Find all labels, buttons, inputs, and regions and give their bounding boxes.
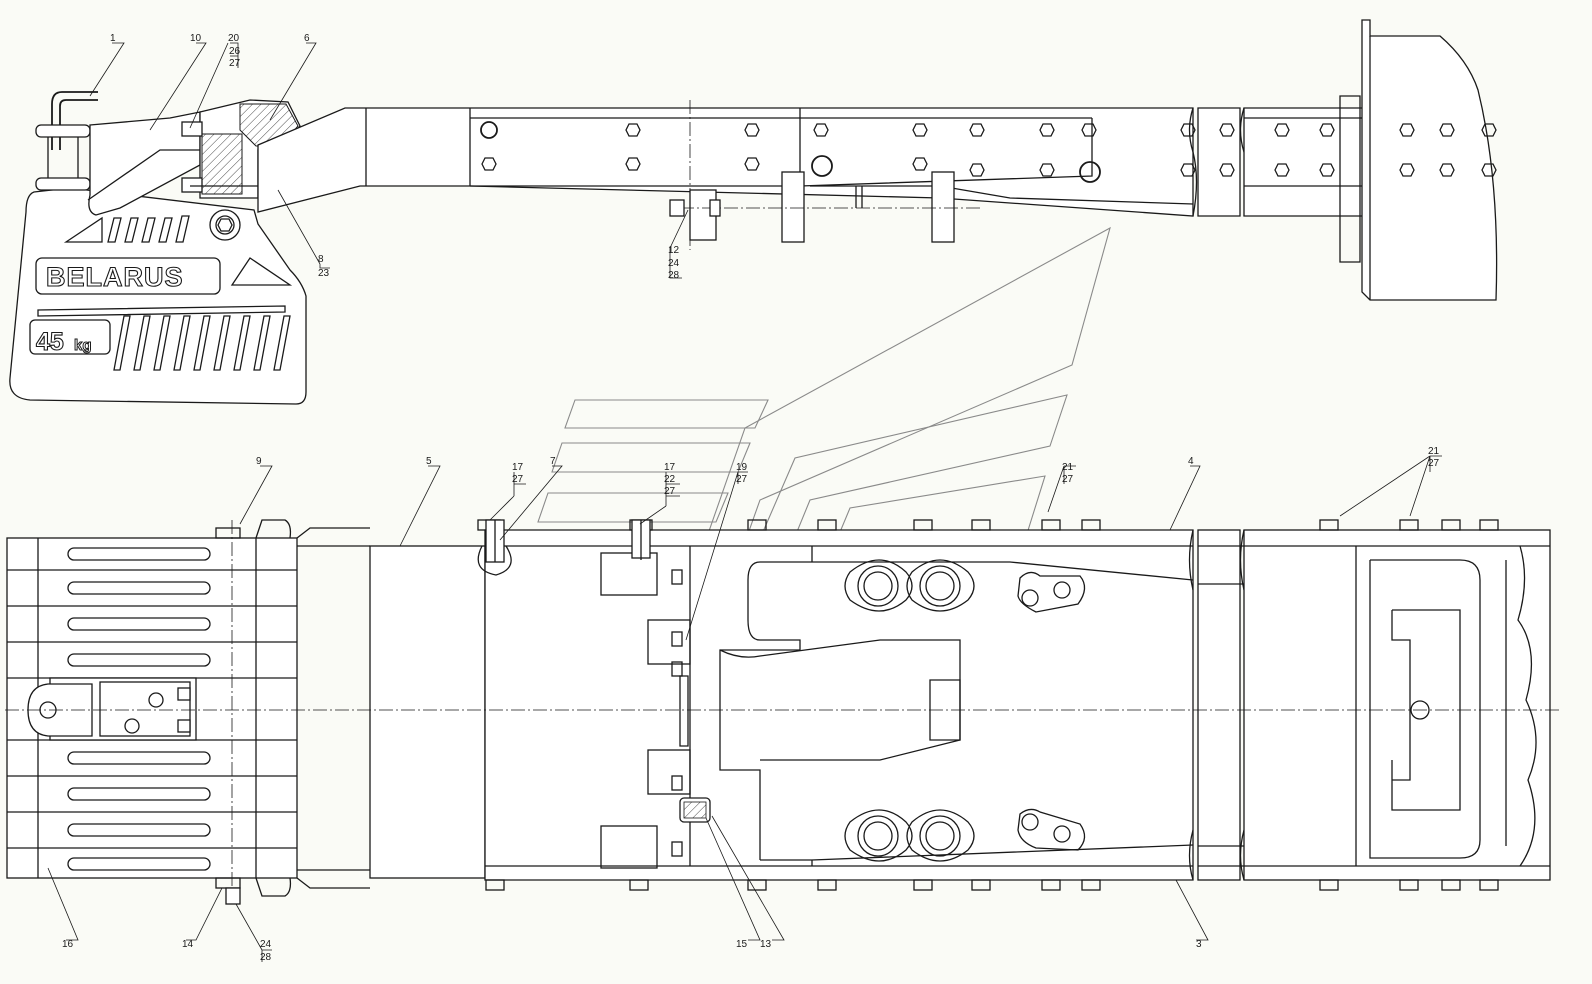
callout-24-b: 24 xyxy=(260,939,272,950)
callout-12: 12 xyxy=(668,245,680,256)
weight-value: 45 xyxy=(36,328,64,356)
callout-27-d: 27 xyxy=(736,474,748,485)
callout-5: 5 xyxy=(426,456,432,467)
callout-3: 3 xyxy=(1196,939,1202,950)
callout-13: 13 xyxy=(760,939,772,950)
callout-28: 28 xyxy=(668,270,680,281)
callout-27-c: 27 xyxy=(664,486,676,497)
callout-27: 27 xyxy=(229,58,241,69)
callout-26: 26 xyxy=(229,46,241,57)
callout-10: 10 xyxy=(190,33,202,44)
side-view: BELARUS 45 kg xyxy=(9,19,1498,405)
callout-6: 6 xyxy=(304,33,310,44)
callout-27-e: 27 xyxy=(1062,474,1074,485)
counterweight-side xyxy=(9,187,307,405)
callout-16: 16 xyxy=(62,939,74,950)
brand-label: BELARUS xyxy=(46,262,184,292)
callout-17-b: 17 xyxy=(664,462,676,473)
callout-27-b: 27 xyxy=(512,474,524,485)
callout-14: 14 xyxy=(182,939,194,950)
callout-22: 22 xyxy=(664,474,676,485)
callout-leaders xyxy=(47,42,1442,962)
callout-21: 21 xyxy=(1062,462,1074,473)
callout-4: 4 xyxy=(1188,456,1194,467)
callout-8: 8 xyxy=(318,254,324,265)
callout-17: 17 xyxy=(512,462,524,473)
callout-19: 19 xyxy=(736,462,748,473)
callout-9: 9 xyxy=(256,456,262,467)
callout-23: 23 xyxy=(318,268,330,279)
callout-24: 24 xyxy=(668,258,680,269)
callout-21-b: 21 xyxy=(1428,446,1440,457)
callout-labels: 1 10 20 26 27 6 8 23 12 24 28 9 5 17 27 … xyxy=(62,33,1440,963)
handle xyxy=(51,91,98,150)
callout-15: 15 xyxy=(736,939,748,950)
weight-unit: kg xyxy=(74,337,92,354)
callout-1: 1 xyxy=(110,33,116,44)
plan-view xyxy=(5,519,1560,905)
callout-27-f: 27 xyxy=(1428,458,1440,469)
callout-20: 20 xyxy=(228,33,240,44)
callout-7: 7 xyxy=(550,456,556,467)
callout-28-b: 28 xyxy=(260,952,272,963)
